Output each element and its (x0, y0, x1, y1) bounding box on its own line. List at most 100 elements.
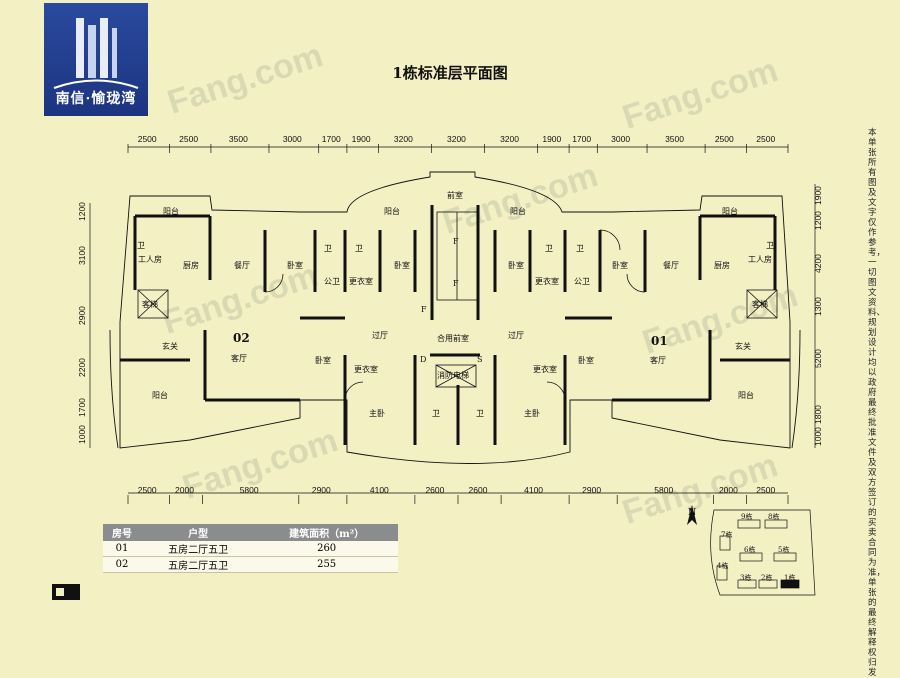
dimension-label: 3100 (77, 245, 87, 265)
toilet-label: 卫 (137, 241, 145, 250)
dimension-label: 1700 (321, 134, 341, 144)
table-header: 房号 (103, 524, 142, 541)
balcony-label: 阳台 (163, 207, 179, 216)
dimension-label: 3000 (282, 134, 302, 144)
bedroom-label: 卧室 (612, 261, 628, 270)
shared-lobby-label: 合用前室 (437, 334, 469, 343)
maid-room-label: 工人房 (138, 255, 162, 264)
dining-label: 餐厅 (234, 261, 250, 270)
toilet-label: 卫 (324, 244, 332, 253)
dimension-label: 3200 (393, 134, 413, 144)
dimension-label: 1000 (77, 424, 87, 444)
bedroom-label: 卧室 (394, 261, 410, 270)
table-cell: 260 (255, 541, 398, 557)
fire-lift-label: 消防电梯 (437, 371, 469, 380)
dimension-label: 5800 (654, 485, 674, 495)
dining-label: 餐厅 (663, 261, 679, 270)
dimension-label: 1300 (813, 297, 823, 317)
dimension-label: 2000 (718, 485, 738, 495)
dimension-label: 5800 (239, 485, 259, 495)
dressing-room-label: 更衣室 (535, 277, 559, 286)
table-cell: 02 (103, 556, 142, 573)
north-arrow-icon (687, 505, 697, 525)
stair-f-label: F (421, 305, 427, 314)
front-room-label: 前室 (447, 191, 463, 200)
dimension-label: 2900 (582, 485, 602, 495)
toilet-label: 卫 (766, 241, 774, 250)
dimension-label: 1900 (351, 134, 371, 144)
dimension-label: 2500 (179, 134, 199, 144)
master-bedroom-label: 主卧 (524, 409, 540, 418)
living-room-label: 客厅 (231, 354, 247, 363)
building-label: 2栋 (761, 574, 773, 582)
dimension-label: 4200 (813, 253, 823, 273)
maid-room-label: 工人房 (748, 255, 772, 264)
dimension-label: 1700 (77, 397, 87, 417)
stair-d-label: D (420, 355, 427, 364)
building-label: 3栋 (740, 574, 752, 582)
logo-building-icon (53, 18, 139, 89)
dimension-label: 3200 (447, 134, 466, 144)
corridor-label: 过厅 (372, 331, 388, 340)
logo-text: 南信·愉珑湾 (55, 91, 137, 107)
dimension-label: 2500 (137, 134, 157, 144)
lift-label: 客梯 (752, 300, 768, 309)
stair-s-label: S (477, 355, 483, 364)
balcony-label: 阳台 (510, 207, 526, 216)
bedroom-label: 卧室 (578, 356, 594, 365)
building-label: 4栋 (717, 562, 729, 570)
dimension-label: 2500 (756, 485, 776, 495)
building-label: 5栋 (778, 546, 790, 554)
unit-area-table: 房号 户型 建筑面积（m²） 01 五房二厅五卫 260 02 五房二厅五卫 2… (103, 524, 398, 573)
table-cell: 五房二厅五卫 (141, 541, 256, 557)
bedroom-label: 卧室 (315, 356, 331, 365)
stair-f-label: F (453, 279, 459, 288)
building-label: 1栋 (784, 574, 796, 582)
balcony-label: 阳台 (722, 207, 738, 216)
stair-f-label: F (453, 237, 459, 246)
table-header-row: 房号 户型 建筑面积（m²） (103, 524, 398, 541)
table-cell: 01 (103, 541, 142, 557)
dimension-label: 1900 (542, 134, 562, 144)
toilet-label: 卫 (355, 244, 363, 253)
dimension-label: 1700 (572, 134, 592, 144)
table-row: 02 五房二厅五卫 255 (103, 556, 398, 573)
dimension-label: 3500 (228, 134, 248, 144)
bedroom-label: 卧室 (287, 261, 303, 270)
dimension-label: 3000 (611, 134, 631, 144)
disclaimer-note: 本单张所有图及文字仅作参考，一切图文资料、规划设计均以政府最终批准文件及双方签订… (868, 128, 886, 678)
dimension-label: 2900 (77, 306, 87, 326)
dimension-label: 1000 (813, 427, 823, 447)
bedroom-label: 卧室 (508, 261, 524, 270)
public-toilet-label: 公卫 (324, 277, 340, 286)
toilet-label: 卫 (476, 409, 484, 418)
dimension-label: 2900 (311, 485, 331, 495)
table-header: 建筑面积（m²） (255, 524, 398, 541)
table-cell: 255 (255, 556, 398, 573)
dimension-label: 5200 (813, 349, 823, 369)
building-label: 7栋 (721, 531, 733, 539)
public-toilet-label: 公卫 (574, 277, 590, 286)
living-room-label: 客厅 (650, 356, 666, 365)
dimension-label: 1200 (77, 202, 87, 222)
dimension-label: 4100 (524, 485, 544, 495)
floor-plan-sheet: 南信·愉珑湾 1栋标准层平面图 Fang.com Fang.com Fang.c… (44, 3, 885, 678)
toilet-label: 卫 (545, 244, 553, 253)
kitchen-label: 厨房 (714, 261, 730, 270)
dimension-label: 2600 (468, 485, 488, 495)
table-cell: 五房二厅五卫 (141, 556, 256, 573)
dimension-label: 2500 (137, 485, 157, 495)
dimension-label: 2500 (756, 134, 776, 144)
toilet-label: 卫 (576, 244, 584, 253)
table-row: 01 五房二厅五卫 260 (103, 541, 398, 557)
dimension-label: 4100 (369, 485, 389, 495)
dimension-label: 1800 (813, 404, 823, 424)
unit-01-label: 01 (651, 334, 668, 348)
building-label: 6栋 (744, 546, 756, 554)
toilet-label: 卫 (432, 409, 440, 418)
dimension-label: 2200 (77, 358, 87, 378)
corridor-label: 过厅 (508, 331, 524, 340)
dimension-label: 1200 (813, 210, 823, 230)
foyer-label: 玄关 (162, 342, 178, 351)
brand-logo: 南信·愉珑湾 (44, 3, 148, 116)
